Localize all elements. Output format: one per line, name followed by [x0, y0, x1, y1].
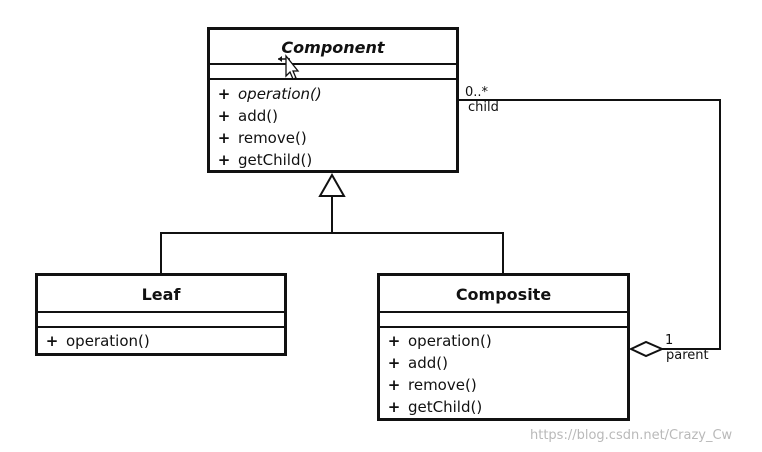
visibility-marker: +: [387, 376, 401, 394]
visibility-marker: +: [217, 129, 231, 147]
generalization-line: [160, 232, 504, 273]
class-composite[interactable]: Composite +operation() +add() +remove() …: [377, 273, 630, 421]
visibility-marker: +: [45, 332, 59, 350]
method-getchild: +getChild(): [380, 396, 627, 418]
association-line: [458, 99, 721, 350]
method-operation: +operation(): [380, 330, 627, 352]
attributes-compartment: [380, 313, 627, 328]
class-name-component: Component: [210, 30, 456, 65]
method-add: +add(): [380, 352, 627, 374]
method-add: +add(): [210, 105, 456, 127]
attributes-compartment: [38, 313, 284, 328]
mouse-cursor-icon: [278, 54, 300, 80]
parent-multiplicity: 1: [665, 333, 674, 348]
visibility-marker: +: [387, 398, 401, 416]
method-operation: +operation(): [38, 330, 284, 352]
class-component[interactable]: Component +operation() +add() +remove() …: [207, 27, 459, 173]
class-name-leaf: Leaf: [38, 276, 284, 313]
methods-compartment: +operation(): [38, 328, 284, 352]
visibility-marker: +: [217, 151, 231, 169]
methods-compartment: +operation() +add() +remove() +getChild(…: [210, 80, 456, 171]
generalization-arrowhead-icon: [318, 172, 346, 197]
visibility-marker: +: [217, 85, 231, 103]
aggregation-diamond-icon: [628, 340, 665, 358]
visibility-marker: +: [217, 107, 231, 125]
method-operation: +operation(): [210, 83, 456, 105]
method-getchild: +getChild(): [210, 149, 456, 171]
visibility-marker: +: [387, 332, 401, 350]
class-name-composite: Composite: [380, 276, 627, 313]
watermark: https://blog.csdn.net/Crazy_Cw: [530, 428, 733, 443]
visibility-marker: +: [387, 354, 401, 372]
methods-compartment: +operation() +add() +remove() +getChild(…: [380, 328, 627, 418]
method-remove: +remove(): [380, 374, 627, 396]
class-leaf[interactable]: Leaf +operation(): [35, 273, 287, 356]
child-multiplicity: 0..*: [465, 85, 489, 100]
method-remove: +remove(): [210, 127, 456, 149]
attributes-compartment: [210, 65, 456, 80]
child-role-label: child: [468, 100, 499, 115]
parent-role-label: parent: [666, 348, 709, 363]
